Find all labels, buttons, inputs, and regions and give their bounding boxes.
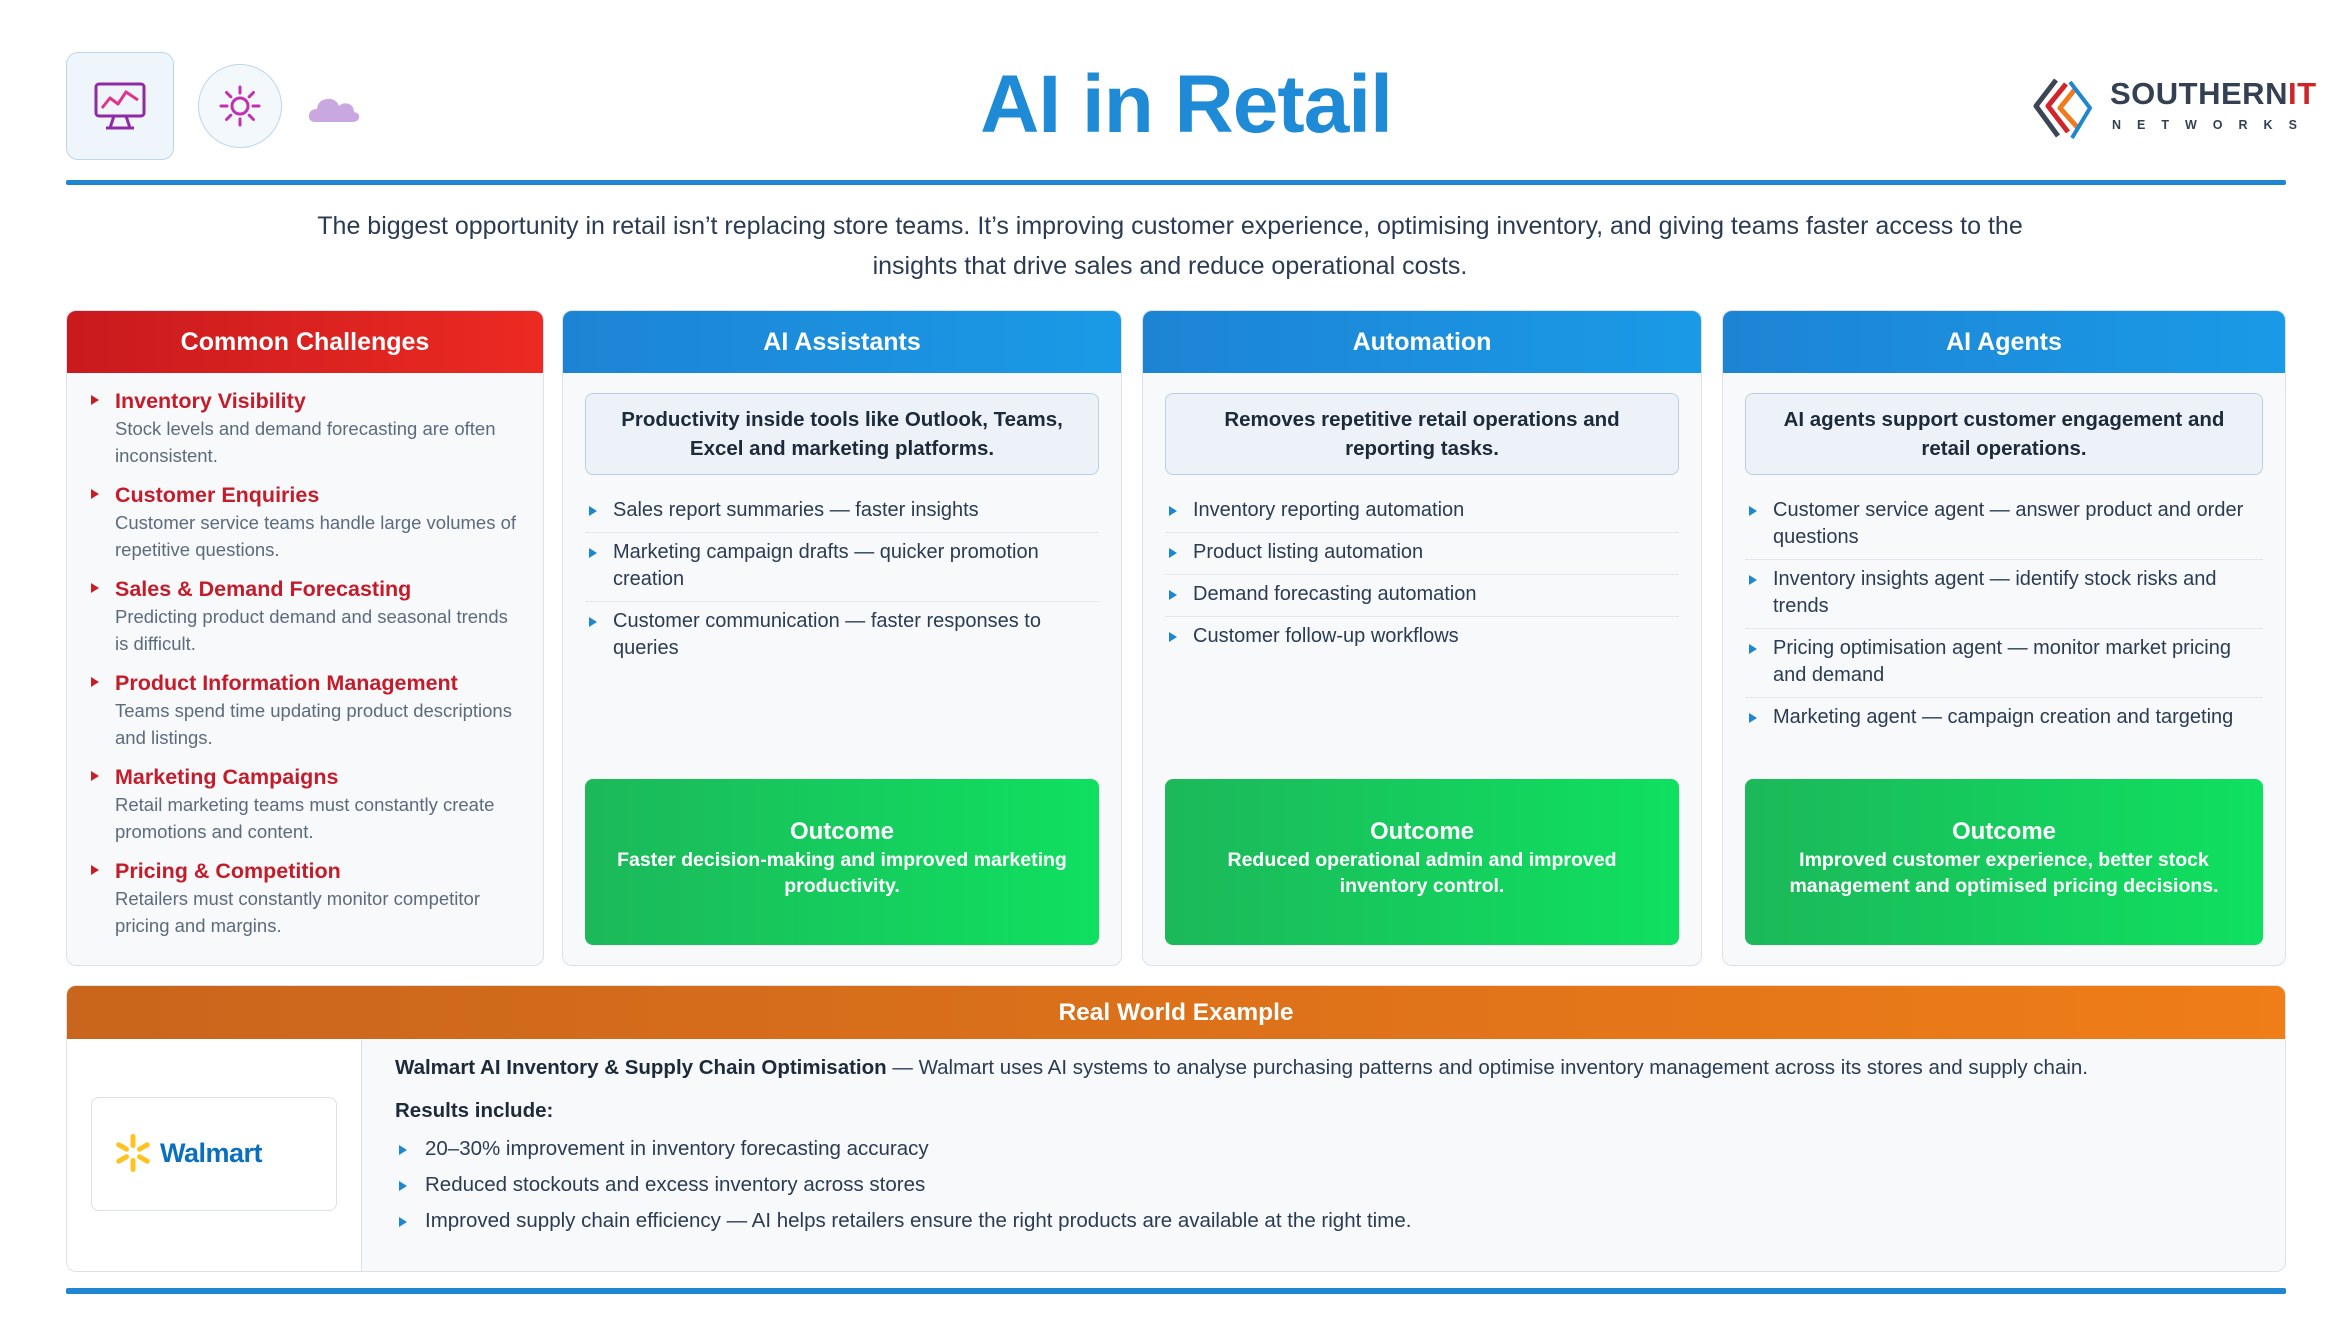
list-item: Sales report summaries — faster insights xyxy=(585,491,1099,533)
real-world-example-panel: Real World Example Walmart Walmart AI In… xyxy=(66,985,2286,1272)
blue-arrow-icon xyxy=(589,617,597,627)
outcome-text: Faster decision-making and improved mark… xyxy=(617,849,1067,897)
ai-assistants-outcome: Outcome Faster decision-making and impro… xyxy=(585,779,1099,945)
southern-it-logo: SOUTHERNIT NETWORKS xyxy=(2026,70,2316,150)
challenges-heading: Common Challenges xyxy=(67,311,543,373)
ai-assistants-summary: Productivity inside tools like Outlook, … xyxy=(585,393,1099,475)
blue-arrow-icon xyxy=(589,548,597,558)
blue-arrow-icon xyxy=(589,506,597,516)
analytics-monitor-icon xyxy=(66,52,174,160)
blue-arrow-icon xyxy=(1169,590,1177,600)
cloud-icon xyxy=(306,90,362,130)
blue-arrow-icon xyxy=(399,1145,407,1155)
challenge-desc: Customer service teams handle large volu… xyxy=(115,512,517,560)
ai-agents-panel: AI Agents AI agents support customer eng… xyxy=(1722,310,2286,966)
ai-assistants-panel: AI Assistants Productivity inside tools … xyxy=(562,310,1122,966)
red-arrow-icon xyxy=(91,865,99,875)
blue-arrow-icon xyxy=(1169,506,1177,516)
page-title: AI in Retail xyxy=(980,59,1393,150)
results-label: Results include: xyxy=(395,1099,554,1122)
walmart-logo-card: Walmart xyxy=(91,1097,337,1211)
ai-agents-summary: AI agents support customer engagement an… xyxy=(1745,393,2263,475)
challenge-desc: Teams spend time updating product descri… xyxy=(115,700,512,748)
list-item: Inventory insights agent — identify stoc… xyxy=(1745,560,2263,629)
challenge-title: Sales & Demand Forecasting xyxy=(115,577,412,601)
list-item: Marketing campaign drafts — quicker prom… xyxy=(585,533,1099,602)
automation-heading: Automation xyxy=(1143,311,1701,373)
logo-wordmark: SOUTHERNIT xyxy=(2110,76,2317,111)
red-arrow-icon xyxy=(91,583,99,593)
footer-divider xyxy=(66,1288,2286,1294)
list-item: Pricing optimisation agent — monitor mar… xyxy=(1745,629,2263,698)
case-description: Walmart AI Inventory & Supply Chain Opti… xyxy=(395,1054,2265,1082)
list-item: Customer follow-up workflows xyxy=(1165,617,1679,658)
logo-subtext: NETWORKS xyxy=(2112,118,2313,132)
case-title: Walmart AI Inventory & Supply Chain Opti… xyxy=(395,1056,887,1079)
outcome-title: Outcome xyxy=(789,818,894,845)
challenge-desc: Predicting product demand and seasonal t… xyxy=(115,606,508,654)
results-list: 20–30% improvement in inventory forecast… xyxy=(395,1131,2265,1239)
challenge-desc: Retail marketing teams must constantly c… xyxy=(115,794,495,842)
real-world-example-heading: Real World Example xyxy=(67,986,2285,1039)
blue-arrow-icon xyxy=(1169,548,1177,558)
automation-outcome: Outcome Reduced operational admin and im… xyxy=(1165,779,1679,945)
case-text: — Walmart uses AI systems to analyse pur… xyxy=(886,1056,2089,1079)
result-item: 20–30% improvement in inventory forecast… xyxy=(395,1131,2265,1167)
red-arrow-icon xyxy=(91,771,99,781)
gear-icon xyxy=(198,64,282,148)
ai-agents-list: Customer service agent — answer product … xyxy=(1745,491,2263,739)
list-item: Customer service agent — answer product … xyxy=(1745,491,2263,560)
intro-text: The biggest opportunity in retail isn’t … xyxy=(317,212,2023,280)
blue-arrow-icon xyxy=(1749,713,1757,723)
header-divider xyxy=(66,180,2286,185)
list-item: Marketing agent — campaign creation and … xyxy=(1745,698,2263,739)
challenge-desc: Stock levels and demand forecasting are … xyxy=(115,418,496,466)
result-item: Improved supply chain efficiency — AI he… xyxy=(395,1203,2265,1239)
blue-arrow-icon xyxy=(1749,575,1757,585)
automation-panel: Automation Removes repetitive retail ope… xyxy=(1142,310,1702,966)
blue-arrow-icon xyxy=(1169,632,1177,642)
walmart-spark-icon xyxy=(116,1134,150,1172)
outcome-title: Outcome xyxy=(1369,818,1474,845)
automation-summary: Removes repetitive retail operations and… xyxy=(1165,393,1679,475)
challenge-desc: Retailers must constantly monitor compet… xyxy=(115,888,480,936)
challenge-title: Pricing & Competition xyxy=(115,859,341,883)
ai-agents-heading: AI Agents xyxy=(1723,311,2285,373)
challenge-title: Customer Enquiries xyxy=(115,483,320,507)
blue-arrow-icon xyxy=(1749,644,1757,654)
list-item: Inventory reporting automation xyxy=(1165,491,1679,533)
ai-assistants-list: Sales report summaries — faster insights… xyxy=(585,491,1099,670)
blue-arrow-icon xyxy=(399,1181,407,1191)
blue-arrow-icon xyxy=(1749,506,1757,516)
walmart-wordmark: Walmart xyxy=(160,1138,263,1168)
outcome-text: Improved customer experience, better sto… xyxy=(1789,849,2219,897)
ai-assistants-heading: AI Assistants xyxy=(563,311,1121,373)
challenge-title: Marketing Campaigns xyxy=(115,765,339,789)
company-logo-area: Walmart xyxy=(67,1039,362,1271)
example-body: Walmart AI Inventory & Supply Chain Opti… xyxy=(395,1054,2265,1239)
ai-agents-outcome: Outcome Improved customer experience, be… xyxy=(1745,779,2263,945)
outcome-title: Outcome xyxy=(1951,818,2056,845)
challenge-title: Inventory Visibility xyxy=(115,389,306,413)
red-arrow-icon xyxy=(91,395,99,405)
red-arrow-icon xyxy=(91,489,99,499)
automation-list: Inventory reporting automation Product l… xyxy=(1165,491,1679,658)
blue-arrow-icon xyxy=(399,1217,407,1227)
outcome-text: Reduced operational admin and improved i… xyxy=(1227,849,1617,897)
red-arrow-icon xyxy=(91,677,99,687)
header: AI in Retail SOUTHERNIT NETWORKS xyxy=(66,50,2316,170)
list-item: Demand forecasting automation xyxy=(1165,575,1679,617)
list-item: Product listing automation xyxy=(1165,533,1679,575)
list-item: Customer communication — faster response… xyxy=(585,602,1099,670)
result-item: Reduced stockouts and excess inventory a… xyxy=(395,1167,2265,1203)
challenge-title: Product Information Management xyxy=(115,671,458,695)
